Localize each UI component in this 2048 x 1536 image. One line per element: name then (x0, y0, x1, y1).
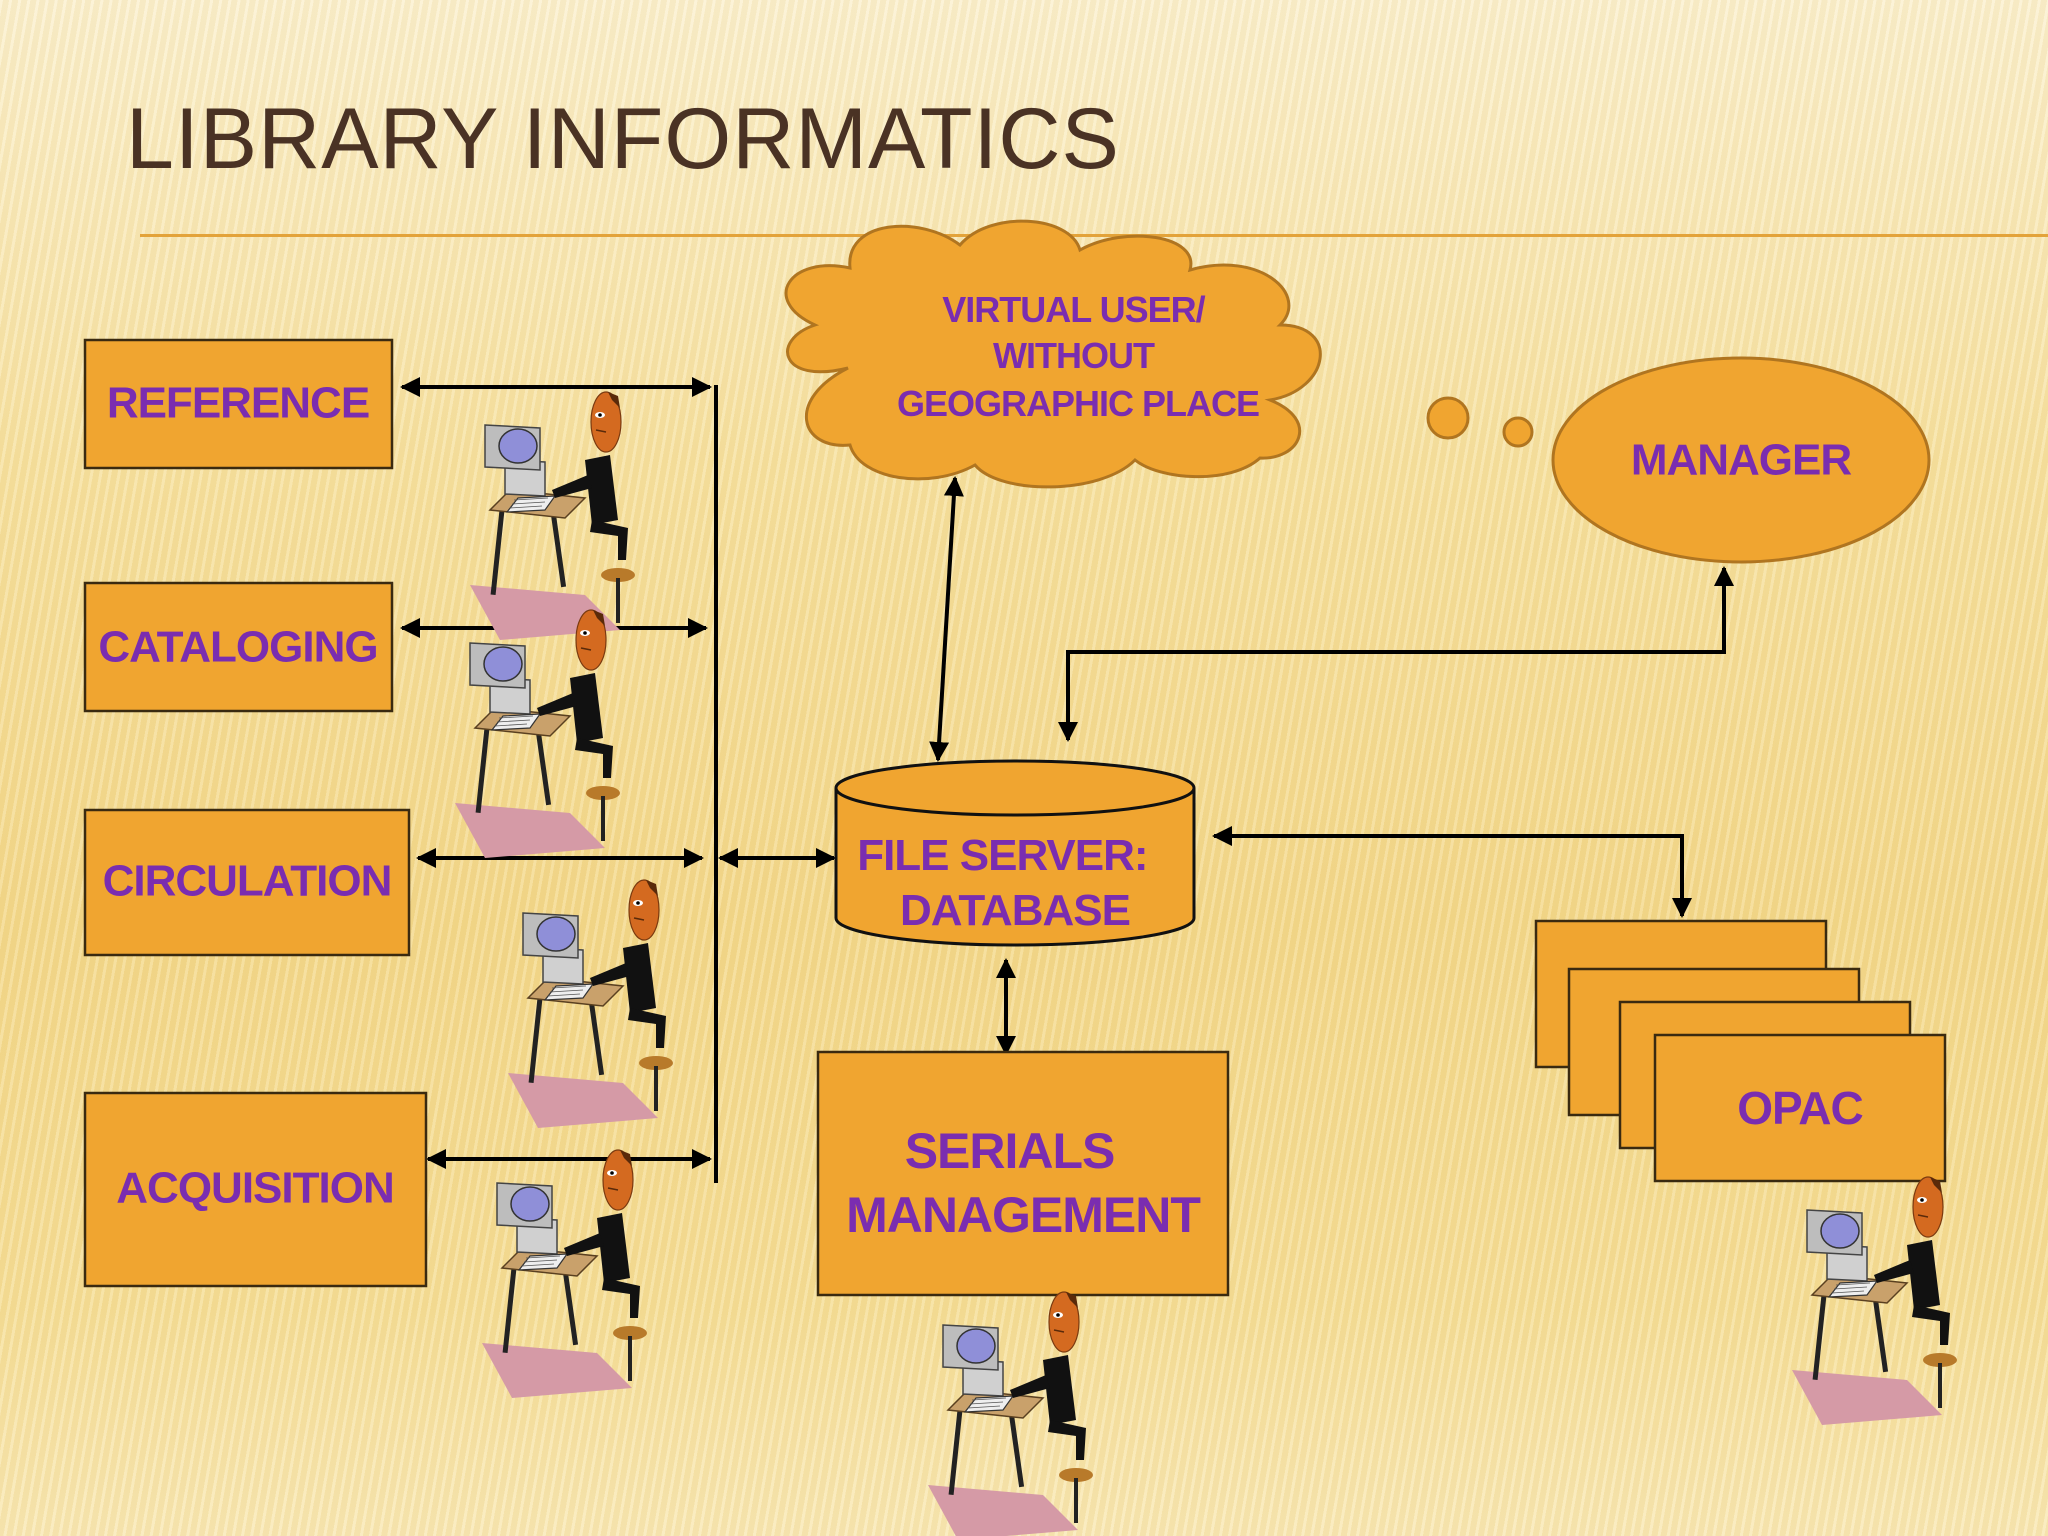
virtual-user-link (929, 476, 964, 762)
slide-title: LIBRARY INFORMATICS (126, 91, 1120, 187)
circulation-label: CIRCULATION (103, 857, 392, 906)
opac-link (1212, 826, 1692, 918)
serials-line-1: SERIALS (905, 1123, 1115, 1179)
virtual-user-line-3: GEOGRAPHIC PLACE (897, 383, 1259, 424)
reference-box (83, 338, 394, 470)
person-at-computer-icon (454, 609, 621, 859)
opac-label: OPAC (1737, 1082, 1863, 1134)
person-at-computer-icon (507, 879, 674, 1129)
file-server-cylinder-top (834, 759, 1196, 817)
person-at-computer-icon (469, 391, 636, 641)
serials-management-box (816, 1050, 1230, 1297)
acquisition-label: ACQUISITION (116, 1164, 393, 1213)
file-server-line-1: FILE SERVER: (857, 831, 1147, 880)
person-at-computer-icon (481, 1149, 648, 1399)
acquisition-box (83, 1091, 428, 1288)
file-server-cylinder (834, 788, 1196, 947)
serials-line-2: MANAGEMENT (846, 1187, 1200, 1243)
manager-ellipse (1551, 356, 1931, 564)
thought-bubble-large (1426, 396, 1470, 440)
person-at-computer-icon (927, 1291, 1094, 1536)
cataloging-box (83, 581, 394, 713)
virtual-user-cloud (784, 219, 1322, 489)
manager-link (1058, 566, 1734, 742)
title-underline (140, 234, 2048, 237)
file-server-line-2: DATABASE (900, 886, 1130, 935)
circulation-box (83, 808, 411, 957)
virtual-user-line-1: VIRTUAL USER/ (942, 289, 1205, 330)
thought-bubble-medium (1502, 416, 1534, 448)
file-server-label: FILE SERVER: DATABASE (857, 831, 1159, 935)
virtual-user-label: VIRTUAL USER/ WITHOUT GEOGRAPHIC PLACE (897, 289, 1259, 424)
person-at-computer-icon (1791, 1176, 1958, 1426)
serials-management-label: SERIALS MANAGEMENT (846, 1123, 1200, 1243)
virtual-user-line-2: WITHOUT (993, 335, 1155, 376)
cataloging-label: CATALOGING (98, 623, 377, 672)
manager-label: MANAGER (1631, 436, 1852, 485)
reference-label: REFERENCE (107, 379, 369, 428)
opac-box (1653, 1033, 1947, 1183)
